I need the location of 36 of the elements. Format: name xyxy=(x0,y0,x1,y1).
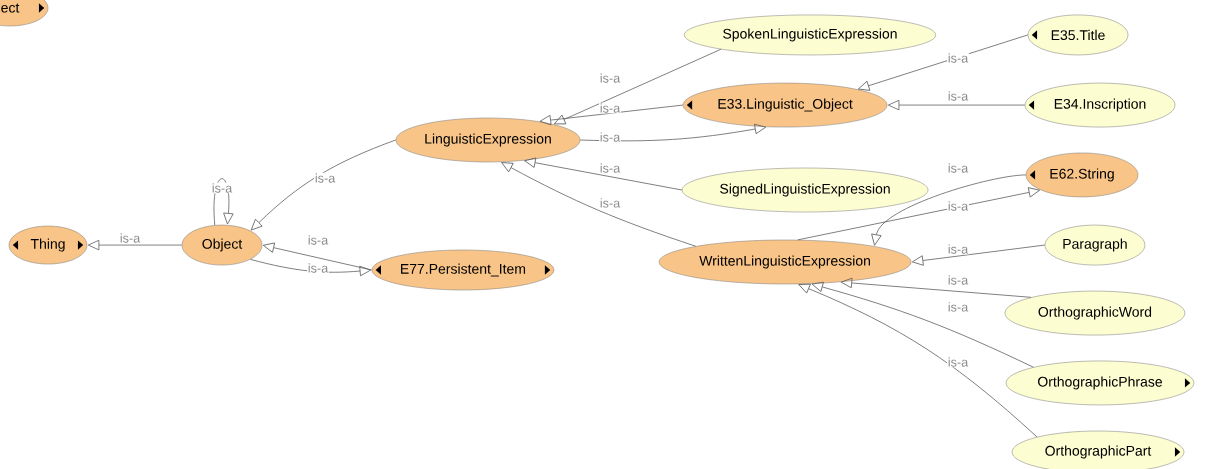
edge-label: is-a xyxy=(314,172,336,184)
arrow xyxy=(811,281,1034,368)
arrow xyxy=(262,242,373,271)
arrow xyxy=(501,162,697,247)
edge-label: is-a xyxy=(119,232,141,244)
edge-label: is-a xyxy=(599,72,621,84)
edge-label: is-a xyxy=(947,274,969,286)
edge-label: is-a xyxy=(307,262,329,274)
edge-label: is-a xyxy=(599,162,621,174)
edge-label: is-a xyxy=(947,200,969,212)
edge-label: is-a xyxy=(307,234,329,246)
edge-label: is-a xyxy=(599,102,621,114)
edge-label: is-a xyxy=(947,301,969,313)
arrow xyxy=(871,174,1027,246)
edge-label: is-a xyxy=(211,182,233,194)
arrow xyxy=(87,239,183,251)
arrow xyxy=(797,187,1041,241)
arrow xyxy=(524,157,683,191)
arrow xyxy=(553,48,722,125)
edge-label: is-a xyxy=(947,90,969,102)
arrow xyxy=(580,123,767,142)
edge-label: is-a xyxy=(599,197,621,209)
arrow xyxy=(250,139,396,231)
arrow xyxy=(887,99,1026,111)
arrow xyxy=(213,178,234,226)
arrow xyxy=(250,258,372,277)
edge-label: is-a xyxy=(947,243,969,255)
edge-label: is-a xyxy=(947,52,969,64)
edge-label: is-a xyxy=(947,356,969,368)
arrow xyxy=(840,277,1032,298)
arrow xyxy=(798,283,1038,438)
edge-label: is-a xyxy=(947,162,969,174)
arrow xyxy=(539,104,684,126)
arrow xyxy=(857,34,1029,91)
edge-label: is-a xyxy=(599,131,621,143)
arrow xyxy=(911,244,1046,266)
